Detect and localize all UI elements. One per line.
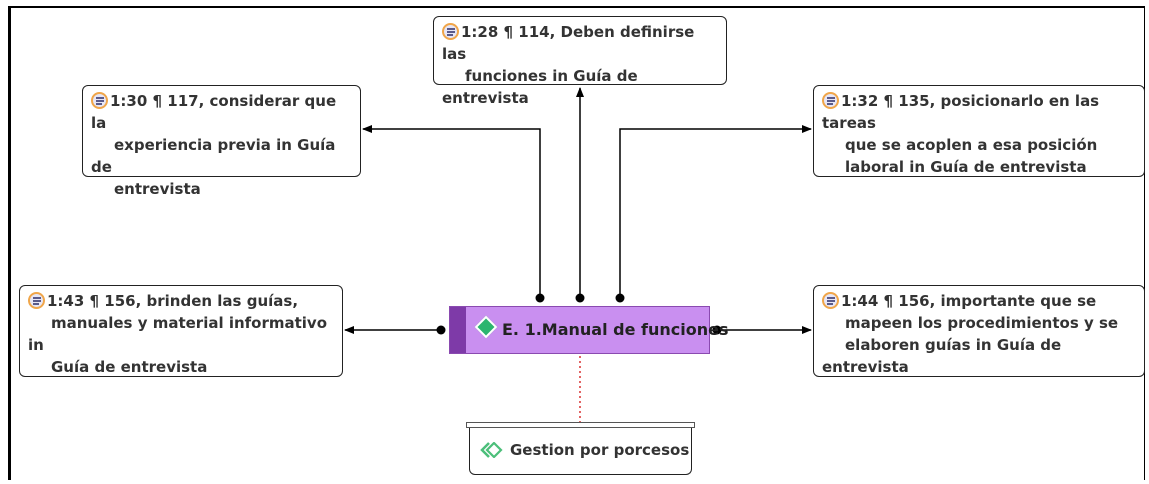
quote-text-line-2: experiencia previa in Guía de xyxy=(91,136,336,176)
quote-document-icon xyxy=(442,23,459,40)
group-top-bar xyxy=(466,422,695,428)
quote-document-icon xyxy=(91,92,108,109)
quote-text-line-1: 1:28 ¶ 114, Deben definirse las xyxy=(442,23,695,63)
quote-document-icon xyxy=(822,92,839,109)
quote-document-icon xyxy=(28,292,45,309)
quote-node-1-44[interactable]: 1:44 ¶ 156, importante que se mapeen los… xyxy=(813,285,1145,377)
code-group-node[interactable]: Gestion por porcesos xyxy=(466,422,695,475)
quote-text-line-2: que se acoplen a esa posición xyxy=(845,136,1098,154)
quote-node-1-28[interactable]: 1:28 ¶ 114, Deben definirse las funcione… xyxy=(433,16,727,107)
quote-text-line-1: 1:44 ¶ 156, importante que se xyxy=(841,292,1097,310)
quote-node-1-32[interactable]: 1:32 ¶ 135, posicionarlo en las tareas q… xyxy=(813,85,1145,177)
quote-text-line-1: 1:43 ¶ 156, brinden las guías, xyxy=(47,292,299,310)
code-diamond-icon xyxy=(474,315,498,339)
quote-text-line-3: entrevista xyxy=(114,180,201,198)
canvas-frame xyxy=(8,6,1145,480)
link-origin-dot xyxy=(615,293,625,303)
link-to-quote-132 xyxy=(619,125,812,298)
quote-text-line-1: 1:30 ¶ 117, considerar que la xyxy=(91,92,337,132)
link-origin-dot xyxy=(712,325,722,335)
quote-text-line-2: mapeen los procedimientos y se xyxy=(845,314,1119,332)
link-origin-dot xyxy=(436,325,446,335)
link-origin-dot xyxy=(575,293,585,303)
code-group-icon xyxy=(480,442,503,458)
quote-document-icon xyxy=(822,292,839,309)
quote-text-line-1: 1:32 ¶ 135, posicionarlo en las tareas xyxy=(822,92,1100,132)
group-label: Gestion por porcesos xyxy=(510,441,690,459)
quote-text-line-3: elaboren guías in Guía de entrevista xyxy=(822,336,1062,376)
link-origin-dot xyxy=(535,293,545,303)
code-label: E. 1.Manual de funciones xyxy=(502,320,729,339)
code-color-bar xyxy=(450,307,466,353)
quote-node-1-43[interactable]: 1:43 ¶ 156, brinden las guías, manuales … xyxy=(19,285,343,377)
quote-text-line-3: laboral in Guía de entrevista xyxy=(845,158,1087,176)
link-to-quote-130 xyxy=(362,125,541,298)
code-node-manual-de-funciones[interactable]: E. 1.Manual de funciones xyxy=(449,306,728,354)
quote-text-line-2: manuales y material informativo in xyxy=(28,314,328,354)
quote-text-line-2: funciones in Guía de entrevista xyxy=(442,67,638,107)
quote-node-1-30[interactable]: 1:30 ¶ 117, considerar que la experienci… xyxy=(82,85,361,198)
quote-text-line-3: Guía de entrevista xyxy=(51,358,208,376)
